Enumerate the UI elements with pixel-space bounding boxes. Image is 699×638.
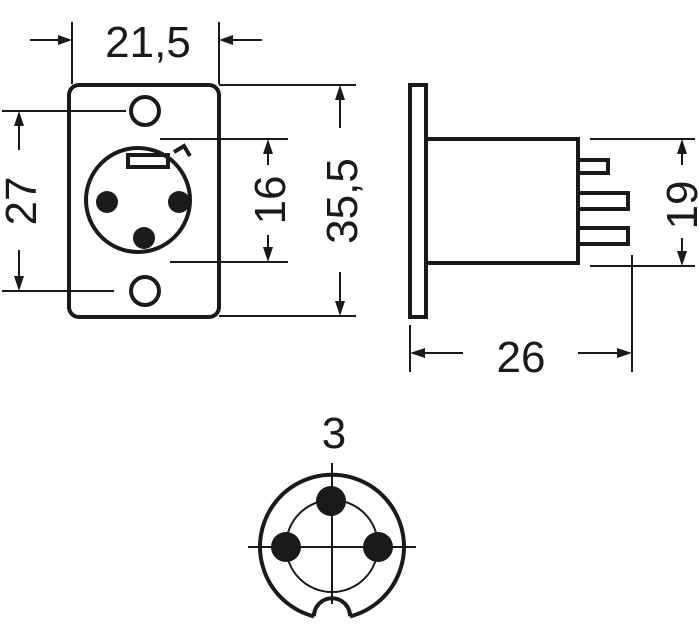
pin-view: 3 xyxy=(248,409,416,619)
side-flange xyxy=(408,83,428,319)
front-pin-bottom xyxy=(133,227,155,249)
mounting-hole-top xyxy=(129,95,161,127)
solder-cup-top xyxy=(576,158,610,175)
pin-view-pin-right xyxy=(363,532,393,562)
dim-depth-arrow-left xyxy=(410,348,425,358)
pin-view-key-notch xyxy=(311,596,353,617)
front-pin-right xyxy=(168,191,190,213)
side-body xyxy=(424,137,580,265)
dim-body-arrow-top xyxy=(677,139,687,154)
dim-width-label: 21,5 xyxy=(105,18,191,67)
pin-count-label: 3 xyxy=(322,409,346,458)
solder-cup-bottom xyxy=(576,226,630,246)
latch-tab xyxy=(126,153,170,169)
pin-view-pin-left xyxy=(271,532,301,562)
dim-height-arrow-top xyxy=(335,85,345,100)
front-view: 21,5 27 16 35,5 xyxy=(0,18,367,319)
dim-depth-arrow-right xyxy=(617,348,632,358)
dim-holes-label: 27 xyxy=(0,177,46,226)
dim-body-label: 19 xyxy=(658,181,699,230)
solder-cup-middle xyxy=(576,191,630,211)
connector-insert xyxy=(84,146,192,254)
dim-holes-arrow-top xyxy=(14,111,24,126)
dim-insert-label: 16 xyxy=(246,176,295,225)
dim-width-arrow-left xyxy=(58,35,72,45)
front-flange-plate xyxy=(67,83,221,319)
mounting-hole-bottom xyxy=(129,275,161,307)
dim-height-arrow-bottom xyxy=(335,301,345,316)
dim-body-arrow-bottom xyxy=(677,251,687,266)
dim-insert-arrow-top xyxy=(263,139,273,154)
dim-depth-label: 26 xyxy=(497,333,546,382)
dim-width-arrow-right xyxy=(219,35,233,45)
side-view: 19 26 xyxy=(408,83,699,382)
dim-holes-arrow-bottom xyxy=(14,276,24,291)
pin-view-pin-top xyxy=(316,486,346,516)
dim-insert-arrow-bottom xyxy=(263,247,273,262)
latch-notch xyxy=(172,143,192,158)
dim-height-label: 35,5 xyxy=(318,158,367,244)
front-pin-left xyxy=(96,191,118,213)
pin-view-outer-shell xyxy=(258,472,406,619)
